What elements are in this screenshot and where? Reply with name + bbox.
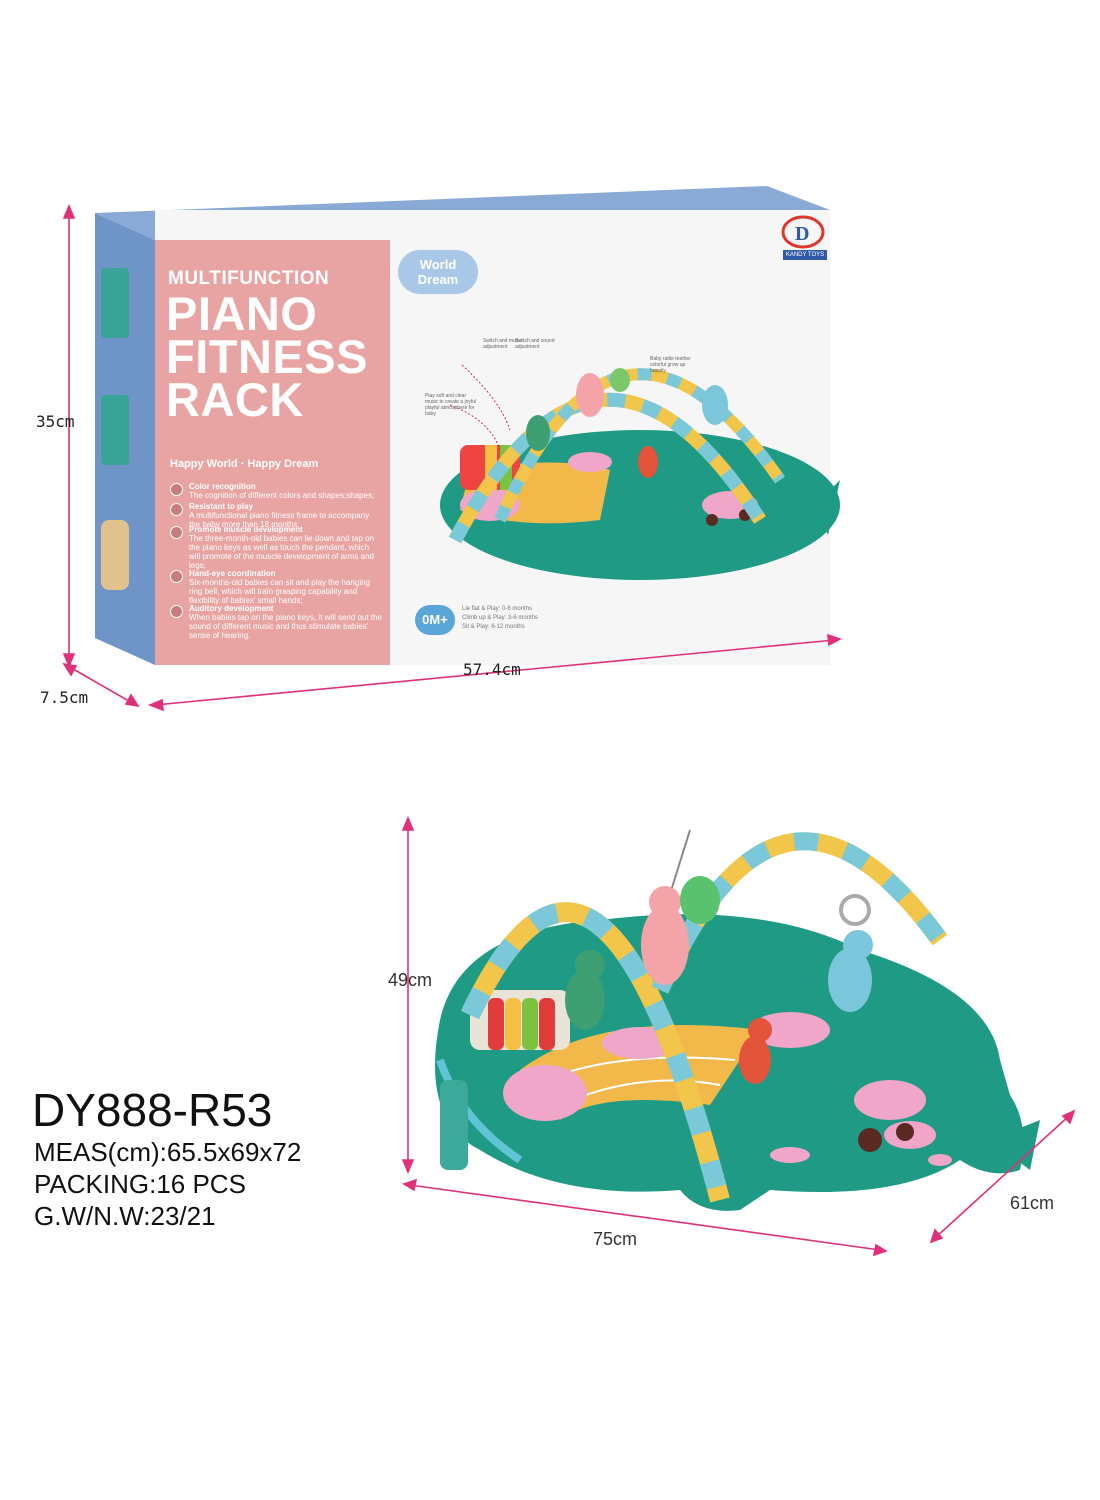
hand-icon — [170, 570, 183, 583]
box-height-label: 35cm — [36, 412, 75, 431]
feature-desc: Six-months-old babies can sit and play t… — [189, 578, 370, 605]
feature-item: Color recognition The cognition of diffe… — [170, 482, 382, 500]
box-subtitle: MULTIFUNCTION — [168, 268, 330, 289]
measurement-spec: MEAS(cm):65.5x69x72 — [34, 1137, 302, 1167]
title-line-1: PIANO — [166, 287, 318, 340]
product-dimension-lines — [401, 815, 1076, 1257]
hanging-toys — [565, 829, 873, 1084]
badge-line-2: Dream — [417, 272, 459, 287]
packing-spec: PACKING:16 PCS — [34, 1169, 246, 1199]
model-number: DY888-R53 — [32, 1084, 273, 1136]
feature-desc: The cognition of different colors and sh… — [189, 491, 375, 500]
callout-text: Baby rattle teether colorful grow up hap… — [650, 356, 691, 374]
box-depth-label: 7.5cm — [40, 688, 89, 707]
feature-desc: A multifunctional piano fitness frame to… — [189, 511, 370, 529]
age-badge: 0M+ — [415, 605, 455, 635]
feature-item: Promote muscle development The three-mon… — [170, 525, 382, 570]
svg-text:D: D — [795, 223, 809, 245]
feature-item: Auditory development When babies tap on … — [170, 604, 382, 640]
shield-icon — [170, 503, 183, 516]
product-illustration — [401, 815, 1076, 1257]
play-arches — [460, 832, 948, 1203]
feature-title: Promote muscle development — [189, 525, 303, 534]
ear-icon — [170, 605, 183, 618]
callout-text: Play soft and clear music to create a jo… — [425, 393, 477, 417]
callout-text: Switch and sound adjustment — [515, 338, 555, 350]
product-width-label: 75cm — [593, 1229, 638, 1249]
weight-spec: G.W/N.W:23/21 — [34, 1201, 216, 1231]
title-line-3: RACK — [166, 373, 304, 426]
callout-text: Switch and music adjustment — [483, 338, 522, 350]
age-stages: Lie flat & Play: 0-6 months Climb up & P… — [462, 605, 538, 632]
box-illustration: D — [62, 186, 842, 712]
logo-ring — [781, 215, 825, 249]
age-stage: Climb up & Play: 3-6 months — [462, 615, 539, 621]
world-dream-badge: World Dream — [398, 250, 478, 294]
title-line-2: FITNESS — [166, 330, 368, 383]
feature-desc: The three-month-old babies can lie down … — [189, 534, 375, 570]
box-tagline: Happy World · Happy Dream — [170, 458, 319, 470]
muscle-icon — [170, 526, 183, 539]
feature-title: Color recognition — [189, 482, 256, 491]
age-stage: Lie flat & Play: 0-6 months — [462, 606, 533, 612]
product-height-label: 49cm — [388, 970, 433, 990]
age-stage: Sit & Play: 6-12 months — [462, 624, 525, 630]
play-mat — [435, 914, 1040, 1211]
product-box: D MULTIFUNCTION PIANO FITNESS RACK Happy… — [0, 0, 1100, 720]
feature-title: Auditory development — [189, 604, 274, 613]
feature-desc: When babies tap on the piano keys, it wi… — [189, 613, 383, 640]
side-thumb-3 — [101, 520, 129, 590]
box-mat-image — [440, 368, 840, 580]
product-depth-label: 61cm — [1010, 1193, 1055, 1213]
box-pink-panel — [155, 240, 390, 665]
badge-line-1: World — [419, 257, 457, 272]
feature-title: Hand-eye coordination — [189, 569, 276, 578]
box-title: PIANO FITNESS RACK — [166, 287, 368, 426]
box-dimension-lines — [62, 203, 842, 712]
feature-item: Hand-eye coordination Six-months-old bab… — [170, 569, 382, 605]
side-thumb-1 — [101, 268, 129, 338]
box-width-label: 57.4cm — [463, 660, 521, 679]
eye-icon — [170, 483, 183, 496]
side-thumb-2 — [101, 395, 129, 465]
feature-title: Resistant to play — [189, 502, 254, 511]
feature-item: Resistant to play A multifunctional pian… — [170, 502, 382, 529]
brand-logo-text: KANDY TOYS — [783, 250, 827, 260]
